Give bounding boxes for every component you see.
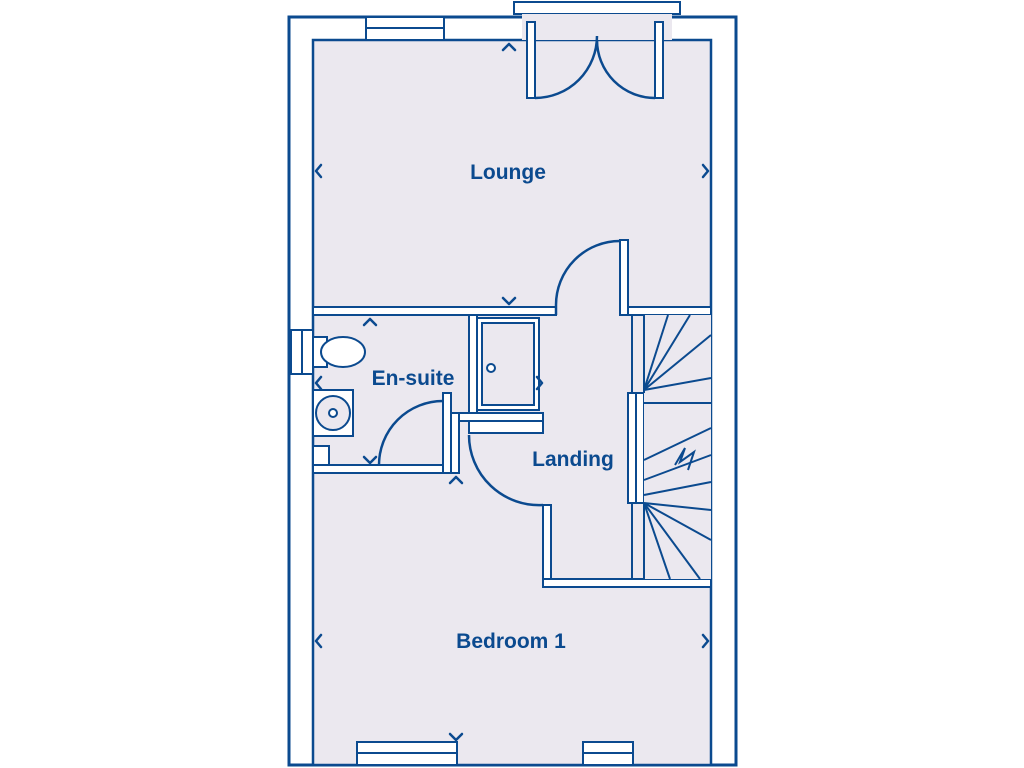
room-label-lounge: Lounge (470, 161, 546, 184)
marker-bedroom-right (701, 633, 710, 649)
dimension-markers (314, 42, 710, 742)
window-bedroom-right (582, 741, 634, 766)
marker-ensuite-left (314, 375, 323, 391)
stair-walls (542, 315, 712, 588)
window-ensuite (290, 329, 314, 375)
window-bedroom-left (356, 741, 458, 766)
toilet-icon (312, 336, 366, 368)
marker-lounge-left (314, 163, 323, 179)
marker-ensuite-top (362, 317, 378, 327)
shower-tray-icon (476, 317, 540, 411)
lounge-door-swing (554, 239, 621, 315)
basin-icon (312, 389, 354, 437)
room-label-landing: Landing (532, 448, 614, 471)
ensuite-door-swing (377, 399, 444, 466)
french-doors-icon (513, 1, 681, 100)
bedroom-door-swing (467, 434, 544, 507)
marker-lounge-bottom (501, 296, 517, 306)
marker-ensuite-bottom (362, 455, 378, 465)
partition-wall (312, 239, 712, 316)
ensuite-walls (312, 314, 544, 474)
marker-ensuite-right (535, 375, 544, 391)
marker-bedroom-left (314, 633, 323, 649)
ensuite-cabinet (312, 445, 330, 466)
window-lounge (365, 16, 445, 41)
marker-bedroom-top (448, 475, 464, 485)
marker-bedroom-bottom (448, 732, 464, 742)
marker-lounge-right (701, 163, 710, 179)
staircase-icon (643, 314, 712, 580)
room-label-bedroom-1: Bedroom 1 (456, 630, 566, 653)
marker-lounge-top (501, 42, 517, 52)
room-label-ensuite: En-suite (372, 367, 455, 390)
